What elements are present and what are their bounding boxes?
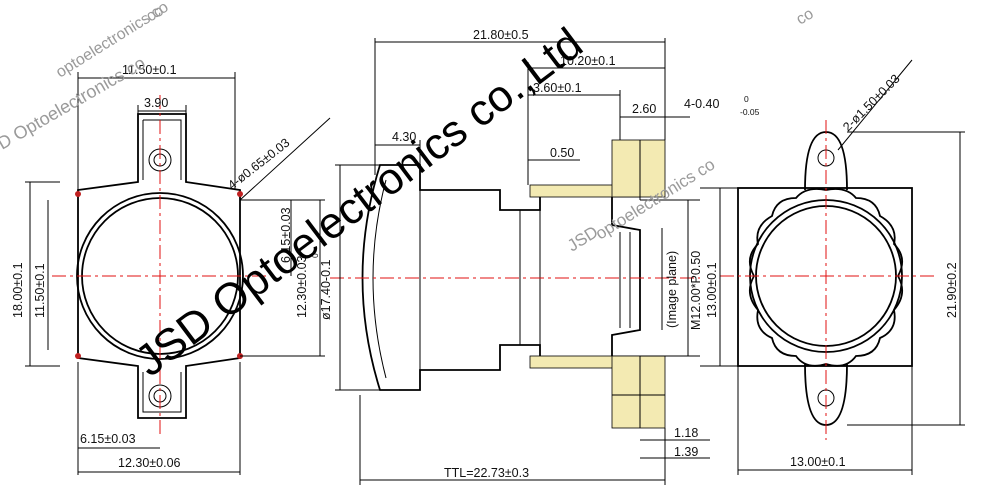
side-tol-note: 4-0.40 (684, 97, 719, 111)
side-diameter-tol: 0 (310, 253, 320, 258)
left-height-inner-label: 11.50±0.1 (33, 263, 47, 318)
side-dim-139-label: 1.39 (674, 445, 698, 459)
right-view: 2-ø1.50±0.03 13.00±0.1 21.90±0.2 13.00±0… (700, 59, 965, 475)
right-height-inner-label: 13.00±0.1 (705, 262, 719, 318)
right-holder-square (737, 187, 913, 367)
watermark-faint-top: co (144, 2, 167, 25)
side-len-260-label: 2.60 (632, 102, 656, 116)
left-width-top-label: 11.50±0.1 (122, 63, 177, 77)
side-thread-label: M12.00*P0.50 (689, 251, 703, 330)
side-len-430-label: 4.30 (392, 130, 416, 144)
side-len-050-label: 0.50 (550, 146, 574, 160)
left-width-bottom-label: 12.30±0.06 (118, 456, 181, 470)
left-span-right-label: 12.30±0.03 (295, 255, 309, 318)
side-len-3-label: 3.60±0.1 (533, 81, 582, 95)
left-height-label: 18.00±0.1 (11, 262, 25, 318)
watermark-faint-far-right: co (794, 5, 817, 28)
right-height-total-label: 21.90±0.2 (945, 262, 959, 318)
side-ttl-label: TTL=22.73±0.3 (444, 466, 529, 480)
side-image-plane-label: (Image plane) (665, 251, 679, 328)
right-width-bottom-label: 13.00±0.1 (790, 455, 846, 469)
left-tab-width-label: 3.90 (144, 96, 168, 110)
left-offset-right-label: 6.15±0.03 (279, 207, 293, 263)
side-len-10-label: 10.20±0.1 (560, 54, 616, 68)
left-flange-outline (77, 113, 241, 419)
side-tol-upper: 0 (744, 94, 749, 104)
side-total-length-label: 21.80±0.5 (473, 28, 529, 42)
side-tol-lower: -0.05 (740, 107, 760, 117)
right-hole-note: 2-ø1.50±0.03 (840, 72, 902, 134)
side-diameter-label: ø17.40-0.1 (319, 259, 333, 320)
side-dim-118-label: 1.18 (674, 426, 698, 440)
side-view: 21.80±0.5 10.20±0.1 3.60±0.1 2.60 4-0.40… (310, 28, 760, 485)
left-view: 11.50±0.1 3.90 4-ø0.65±0.03 18.00±0.1 11… (11, 63, 331, 475)
left-offset-bottom-label: 6.15±0.03 (80, 432, 136, 446)
